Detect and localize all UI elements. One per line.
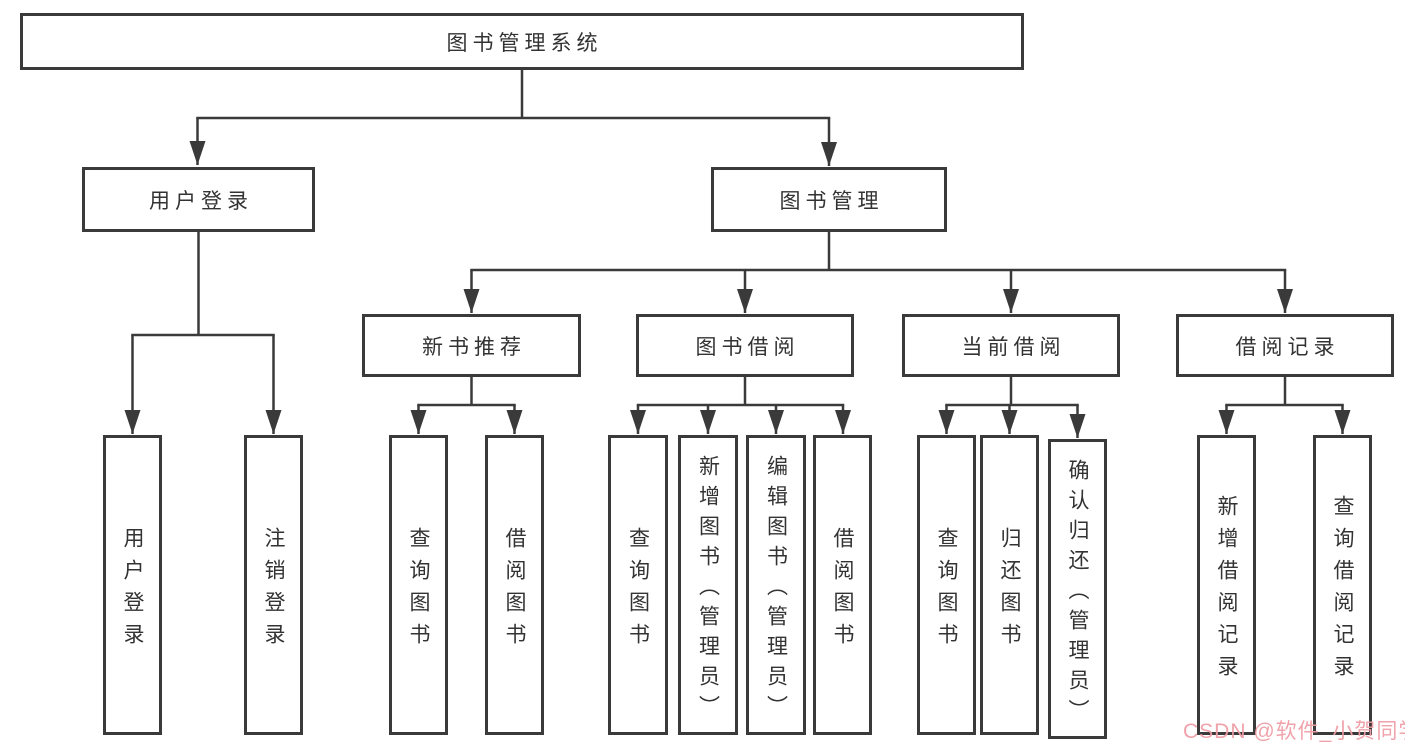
node-label: 新增借阅记录 [1215, 494, 1238, 687]
node-label: 查询图书 [935, 526, 958, 655]
node-label: 借阅图书 [831, 526, 854, 655]
leaf-user-login: 用户登录 [103, 435, 162, 735]
leaf-current-return-books: 归还图书 [980, 435, 1039, 735]
node-label: 编辑图书（管理员） [764, 454, 788, 725]
node-root: 图书管理系统 [20, 13, 1024, 70]
leaf-current-query-books: 查询图书 [917, 435, 976, 735]
node-label: 当前借阅 [961, 335, 1066, 359]
node-label: 图书管理系统 [446, 31, 603, 55]
csdn-watermark: CSDN @软件_小贺同学 [1183, 720, 1405, 743]
node-current-borrow: 当前借阅 [902, 314, 1120, 377]
node-label: 新书推荐 [422, 335, 526, 359]
leaf-records-add-borrow-record: 新增借阅记录 [1197, 435, 1256, 735]
leaf-newbook-query-books: 查询图书 [389, 435, 448, 735]
node-user-login: 用户登录 [82, 167, 315, 232]
node-label: 借阅记录 [1235, 335, 1340, 359]
node-label: 确认归还（管理员） [1066, 458, 1089, 729]
leaf-borrow-add-books-admin: 新增图书（管理员） [678, 435, 738, 735]
leaf-borrow-edit-books-admin: 编辑图书（管理员） [746, 435, 806, 735]
leaf-records-query-borrow-record: 查询借阅记录 [1313, 435, 1372, 735]
leaf-newbook-borrow-books: 借阅图书 [485, 435, 544, 735]
leaf-borrow-query-books: 查询图书 [608, 435, 668, 735]
node-label: 归还图书 [998, 526, 1021, 655]
node-label: 图书管理 [779, 189, 884, 213]
node-book-management: 图书管理 [711, 167, 947, 232]
leaf-current-confirm-return-admin: 确认归还（管理员） [1048, 439, 1107, 739]
node-label: 用户登录 [121, 526, 144, 655]
node-label: 图书借阅 [695, 335, 800, 359]
node-label: 注销登录 [262, 526, 285, 655]
node-label: 借阅图书 [503, 526, 526, 655]
node-book-borrow: 图书借阅 [636, 314, 854, 377]
leaf-borrow-borrow-books: 借阅图书 [813, 435, 872, 735]
node-label: 查询图书 [626, 526, 650, 655]
node-borrow-records: 借阅记录 [1176, 314, 1394, 377]
node-label: 查询借阅记录 [1331, 494, 1354, 687]
leaf-logout-login: 注销登录 [244, 435, 303, 735]
node-new-book-recommend: 新书推荐 [362, 314, 581, 377]
node-label: 查询图书 [407, 526, 430, 655]
node-label: 用户登录 [149, 189, 253, 213]
node-label: 新增图书（管理员） [696, 454, 720, 725]
